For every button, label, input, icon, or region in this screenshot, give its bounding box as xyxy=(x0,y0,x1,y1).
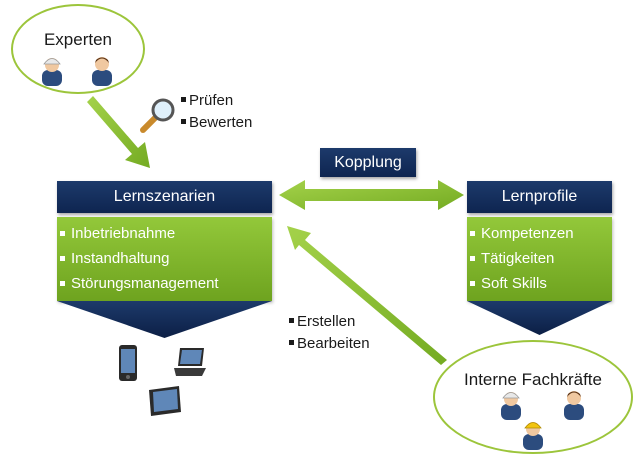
experts-label: Experten xyxy=(43,30,113,49)
magnifier-icon xyxy=(140,98,175,133)
create-bullet-list: Erstellen Bearbeiten xyxy=(289,311,370,355)
list-item: Bearbeiten xyxy=(289,333,370,355)
list-item: Erstellen xyxy=(289,311,370,333)
internal-staff-label: Interne Fachkräfte xyxy=(464,370,602,389)
list-item: Tätigkeiten xyxy=(467,246,612,271)
experts-ellipse: Experten xyxy=(11,4,145,94)
learning-profiles-list: Kompetenzen Tätigkeiten Soft Skills xyxy=(467,217,612,301)
profiles-chevron xyxy=(467,301,612,335)
internal-helmet-person-icon xyxy=(501,392,521,420)
internal-worker-hardhat-icon xyxy=(523,422,543,450)
expert-person-icon xyxy=(92,57,112,86)
learning-profiles-title: Lernprofile xyxy=(501,188,578,205)
internal-person-icon xyxy=(564,391,584,420)
list-item: Bewerten xyxy=(181,112,252,134)
review-bullet-list: Prüfen Bewerten xyxy=(181,90,252,134)
list-item: Instandhaltung xyxy=(57,246,272,271)
smartphone-icon xyxy=(119,345,137,381)
arrow-internal-to-scenarios xyxy=(287,226,447,365)
scenarios-chevron xyxy=(57,301,272,338)
list-item: Soft Skills xyxy=(467,271,612,296)
laptop-icon xyxy=(174,348,206,376)
list-item: Kompetenzen xyxy=(467,221,612,246)
learning-scenarios-header: Lernszenarien xyxy=(57,181,272,213)
list-item: Inbetriebnahme xyxy=(57,221,272,246)
coupling-label: Kopplung xyxy=(334,154,402,171)
coupling-double-arrow xyxy=(279,180,464,210)
coupling-box: Kopplung xyxy=(320,148,416,177)
list-item: Prüfen xyxy=(181,90,252,112)
tablet-icon xyxy=(149,386,181,416)
list-item: Störungsmanagement xyxy=(57,271,272,296)
expert-helmet-person-icon xyxy=(42,58,62,86)
learning-profiles-header: Lernprofile xyxy=(467,181,612,213)
arrow-experts-to-scenarios xyxy=(87,96,150,168)
learning-scenarios-title: Lernszenarien xyxy=(113,188,216,205)
learning-scenarios-list: Inbetriebnahme Instandhaltung Störungsma… xyxy=(57,217,272,301)
